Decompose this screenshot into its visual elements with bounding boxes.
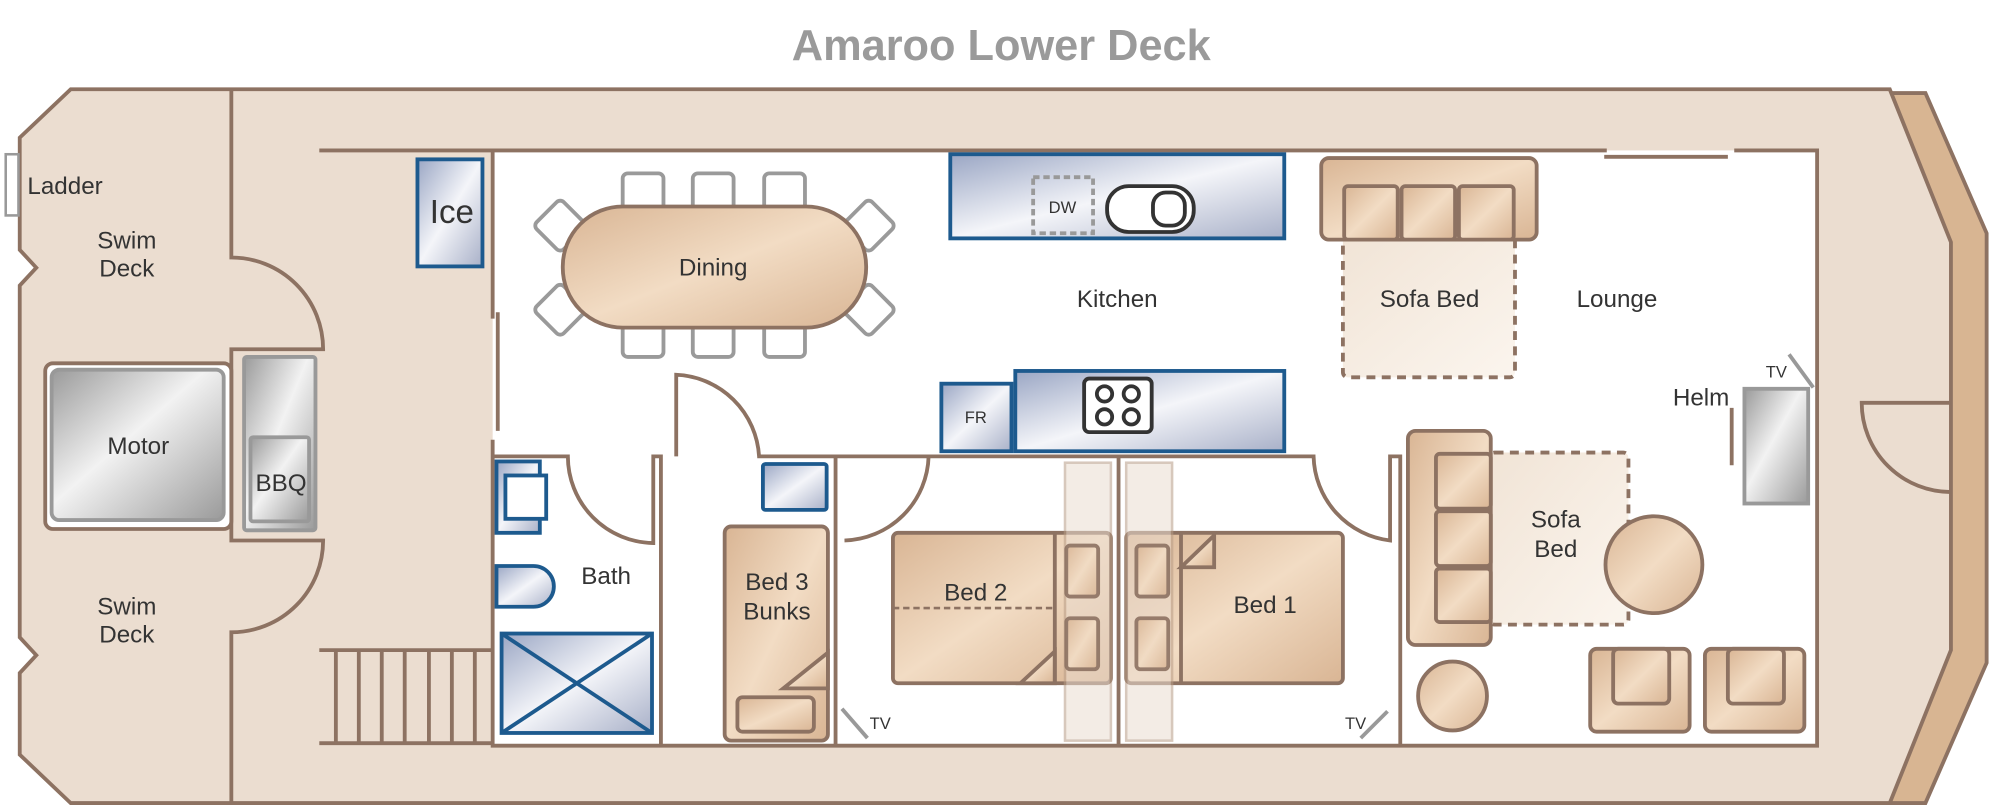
dining-label: Dining (679, 254, 748, 281)
shower (499, 631, 654, 735)
dining-table (560, 204, 869, 330)
ladder-icon (4, 152, 20, 217)
fridge (939, 381, 1014, 454)
round-table-small (1416, 659, 1489, 733)
bow-door[interactable] (1859, 400, 1951, 494)
ice-box (415, 157, 485, 269)
tv-bed2-label: TV (870, 714, 891, 733)
bunk-storage (760, 462, 829, 512)
tv-helm-label: TV (1766, 362, 1787, 381)
tv-bed1-label: TV (1345, 714, 1366, 733)
bedside-shelves (1063, 461, 1174, 742)
stove-icon (1082, 376, 1154, 435)
bed-2-label: Bed 2 (944, 579, 1007, 606)
sink-bowl-icon (1151, 190, 1187, 228)
page-title: Amaroo Lower Deck (792, 22, 1212, 70)
tv-helm-icon (1787, 353, 1815, 389)
cabin-wall (319, 148, 1820, 748)
motor-label: Motor (107, 433, 169, 460)
lounge-label: Lounge (1577, 286, 1658, 313)
armchair (1703, 646, 1807, 734)
fridge-label: FR (965, 408, 987, 427)
toilet (494, 564, 556, 609)
bath-label: Bath (581, 563, 631, 590)
ladder-label: Ladder (27, 173, 102, 200)
helm-console[interactable] (1742, 386, 1811, 506)
ice-label: Ice (430, 194, 474, 231)
tv-bed1-icon (1359, 709, 1389, 740)
round-table-large (1603, 514, 1705, 616)
bath-wall (492, 454, 663, 746)
tv-bed2-icon (840, 707, 869, 740)
stairs (319, 648, 493, 746)
bunk-wall (674, 372, 838, 746)
kitchen-label: Kitchen (1077, 286, 1158, 313)
sink-icon (503, 473, 549, 521)
bbq-label: BBQ (255, 470, 306, 497)
sofa-bed-top-label: Sofa Bed (1380, 286, 1480, 313)
dishwasher-label: DW (1049, 198, 1077, 217)
helm-label: Helm (1673, 384, 1729, 411)
dishwasher (1031, 175, 1095, 236)
bed-wall (835, 454, 1403, 746)
bed-1-label: Bed 1 (1234, 592, 1297, 619)
armchair (1588, 646, 1692, 734)
